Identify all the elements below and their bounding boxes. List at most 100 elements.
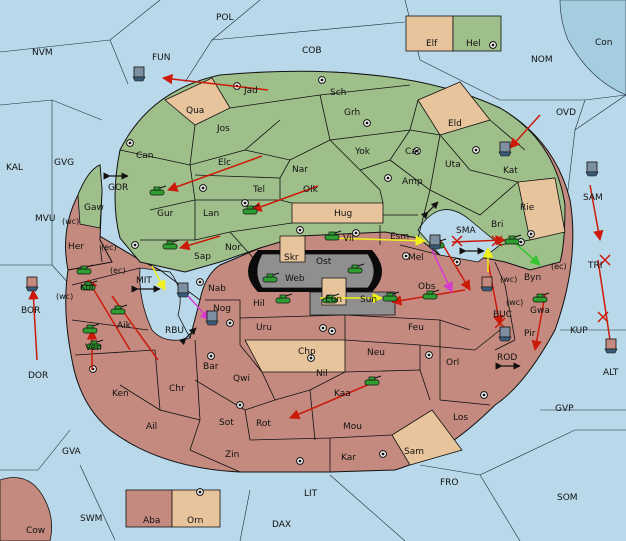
fleet-icon[interactable] xyxy=(604,338,618,354)
aba-orn-box xyxy=(125,489,221,528)
fleet-icon[interactable] xyxy=(498,326,512,342)
army-icon[interactable] xyxy=(162,239,180,250)
cut-marks xyxy=(451,235,611,329)
coast-tag: (wc) xyxy=(56,292,73,301)
army-icon[interactable] xyxy=(322,293,340,304)
order-yellow xyxy=(151,265,166,291)
province-label: Vil xyxy=(343,234,354,244)
army-icon[interactable] xyxy=(275,293,293,304)
province-label: Kaa xyxy=(334,389,351,399)
army-icon[interactable] xyxy=(110,304,128,315)
province-label: Aik xyxy=(117,321,132,331)
sea-label: SMA xyxy=(456,226,476,236)
sea-label: GVG xyxy=(54,158,74,168)
units xyxy=(25,66,618,386)
army-icon[interactable] xyxy=(242,204,260,215)
province-label: Amp xyxy=(402,177,423,187)
supply-center-dot xyxy=(474,148,478,152)
province-label: Gur xyxy=(157,209,174,219)
province-label: Tel xyxy=(252,185,265,195)
province-label: Zin xyxy=(225,450,239,460)
coast-tag: (wc) xyxy=(506,298,523,307)
army-icon[interactable] xyxy=(347,263,365,274)
order-red xyxy=(289,382,373,420)
fleet-icon[interactable] xyxy=(25,276,39,292)
sea-label: BOR xyxy=(21,306,40,316)
sea-label: POL xyxy=(216,13,234,23)
sea-label: GVP xyxy=(555,404,574,414)
fleet-icon[interactable] xyxy=(498,141,512,157)
fleet-icon[interactable] xyxy=(428,234,442,250)
army-icon[interactable] xyxy=(86,339,104,350)
province-label: Olk xyxy=(303,185,319,195)
province-label: Lan xyxy=(203,209,219,219)
sea-label: DOR xyxy=(28,371,48,381)
fleet-icon[interactable] xyxy=(480,276,494,292)
supply-center-dot xyxy=(427,353,431,357)
supply-center-dot xyxy=(491,43,495,47)
army-icon[interactable] xyxy=(149,185,167,196)
sea-label: KUP xyxy=(570,326,588,336)
order-red xyxy=(439,239,471,291)
sea-label: MVU xyxy=(35,214,56,224)
supply-center-dot xyxy=(415,149,419,153)
order-red xyxy=(87,279,131,351)
supply-center-dot xyxy=(128,141,132,145)
order-red xyxy=(28,288,39,361)
sea-label: NVM xyxy=(32,48,53,58)
province-label: Neu xyxy=(367,348,385,358)
order-red xyxy=(597,259,611,341)
province-label: Bri xyxy=(491,220,503,230)
sea-label: OVD xyxy=(556,108,576,118)
army-icon[interactable] xyxy=(364,375,382,386)
order-red xyxy=(178,235,221,251)
army-icon[interactable] xyxy=(82,323,100,334)
army-icon[interactable] xyxy=(76,264,94,275)
sea-label: ROD xyxy=(497,353,517,363)
sea-con xyxy=(559,0,626,96)
supply-center-dot xyxy=(298,459,302,463)
fleet-icon[interactable] xyxy=(132,66,146,82)
sea-label: SWM xyxy=(80,514,102,524)
order-red xyxy=(251,185,319,212)
province-label: Kar xyxy=(341,453,356,463)
province-label: Sun xyxy=(360,295,377,305)
army-icon[interactable] xyxy=(262,272,280,283)
army-icon[interactable] xyxy=(422,289,440,300)
sea-label: RBU xyxy=(165,326,184,336)
elf-hel-box xyxy=(405,15,502,52)
order-arrows xyxy=(28,73,611,420)
sea-label: NOM xyxy=(531,55,553,65)
fleet-icon[interactable] xyxy=(205,310,219,326)
army-icon[interactable] xyxy=(504,234,522,245)
province-label: Car xyxy=(405,147,421,157)
army-icon[interactable] xyxy=(324,230,342,241)
fleet-icon[interactable] xyxy=(176,282,190,298)
supply-center-dot xyxy=(201,186,205,190)
coast-tag: (wc) xyxy=(62,217,79,226)
province-label: Her xyxy=(68,242,84,252)
fleet-icon[interactable] xyxy=(585,161,599,177)
supply-center-dot xyxy=(404,254,408,258)
province-label: Ken xyxy=(112,389,129,399)
province-label: Rie xyxy=(520,203,535,213)
province-label: Kor xyxy=(80,283,95,293)
province-label: Ost xyxy=(316,257,332,267)
province-label: Hug xyxy=(334,209,352,219)
army-icon[interactable] xyxy=(80,280,98,291)
province-label: Chr xyxy=(169,384,185,394)
province-label: Orn xyxy=(187,516,203,526)
sea-labels: POL NVM FUN COB NOM KAL GVG GOR MVU OVD … xyxy=(6,13,619,536)
supply-center-dot xyxy=(321,326,325,330)
army-icon[interactable] xyxy=(382,291,400,302)
order-red xyxy=(161,73,269,91)
coast-tag: (ec) xyxy=(551,262,567,271)
supply-center-dot xyxy=(519,240,523,244)
supply-center-dot xyxy=(238,403,242,407)
army-icon[interactable] xyxy=(532,292,550,303)
sea-label: ALT xyxy=(603,368,619,378)
sea-label: MIT xyxy=(136,276,152,286)
canal-arrow-icon xyxy=(103,172,521,370)
province-label: Can xyxy=(136,151,154,161)
